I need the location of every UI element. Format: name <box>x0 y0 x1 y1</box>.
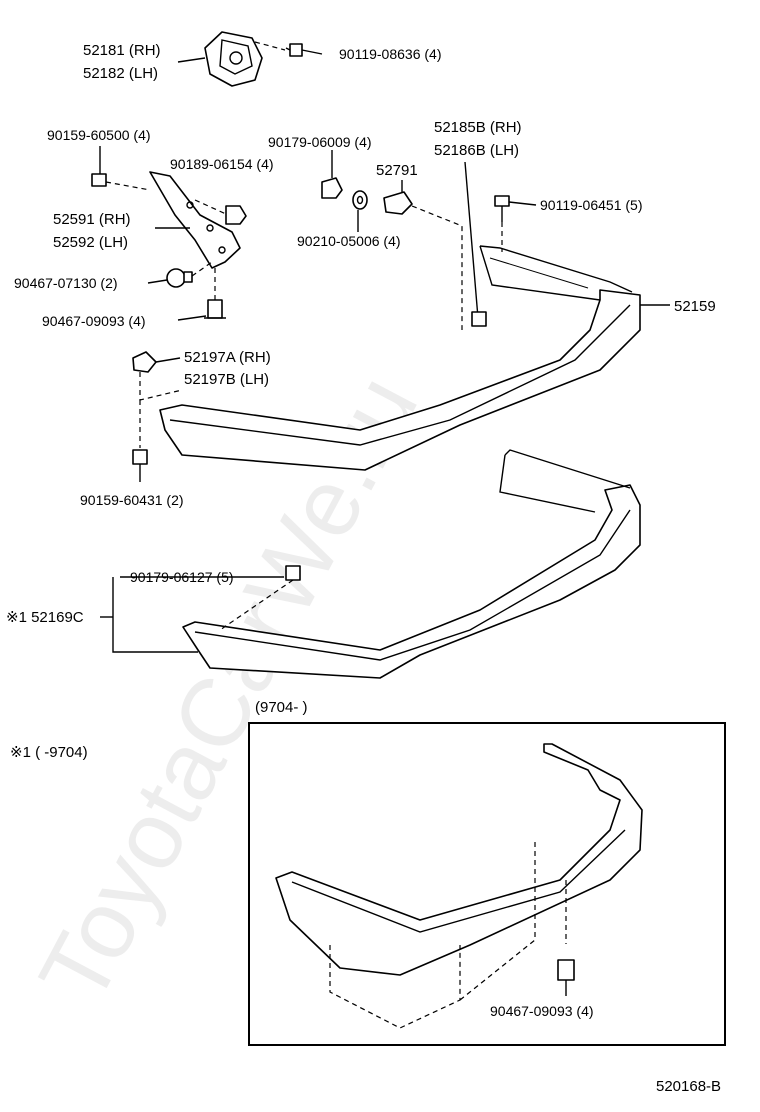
nut-90179-06009-icon <box>321 177 343 199</box>
label-52791: 52791 <box>376 162 418 179</box>
label-90119-06451: 90119-06451 (5) <box>540 197 642 213</box>
label-90467-09093-inset: 90467-09093 (4) <box>490 1003 594 1019</box>
retainer-52197-icon <box>132 351 157 373</box>
retainer-52791-icon <box>383 180 413 215</box>
label-52197A: 52197A (RH) <box>184 349 271 366</box>
clip-90467-09093-inset-icon <box>557 959 575 996</box>
clip-90159-60500-icon <box>91 173 107 187</box>
footnote: ※1 ( -9704) <box>10 744 88 761</box>
label-90189-06154: 90189-06154 (4) <box>170 156 274 172</box>
label-52591: 52591 (RH) <box>53 211 131 228</box>
clip-90179-06127-icon <box>285 565 301 581</box>
label-52592: 52592 (LH) <box>53 234 128 251</box>
label-90467-07130: 90467-07130 (2) <box>14 275 118 291</box>
label-52182: 52182 (LH) <box>83 65 158 82</box>
bumper-cover-52169c-icon <box>182 449 641 679</box>
washer-90210-05006-icon <box>352 190 368 210</box>
label-90467-09093: 90467-09093 (4) <box>42 313 146 329</box>
clip-90467-09093-icon <box>204 299 226 319</box>
label-90159-60500: 90159-60500 (4) <box>47 127 151 143</box>
nut-90189-06154-icon <box>225 205 247 225</box>
label-90179-06009: 90179-06009 (4) <box>268 134 372 150</box>
reinforcement-52159-icon <box>159 245 641 471</box>
label-90179-06127: 90179-06127 (5) <box>130 569 234 585</box>
label-90159-60431: 90159-60431 (2) <box>80 492 184 508</box>
clip-on-reinforcement-icon <box>471 311 487 327</box>
cap-90467-07130-icon <box>166 268 193 288</box>
label-52159: 52159 <box>674 298 716 315</box>
label-52185B: 52185B (RH) <box>434 119 522 136</box>
label-52169C: ※1 52169C <box>6 609 84 626</box>
bumper-cover-inset-icon <box>275 743 643 976</box>
inset-heading: (9704- ) <box>255 699 308 716</box>
clip-90159-60431-icon <box>132 449 148 482</box>
label-52186B: 52186B (LH) <box>434 142 519 159</box>
label-52197B: 52197B (LH) <box>184 371 269 388</box>
label-52181: 52181 (RH) <box>83 42 161 59</box>
label-90119-08636: 90119-08636 (4) <box>339 46 441 62</box>
bracket-52181-icon <box>204 31 263 87</box>
inset-frame <box>248 722 726 1046</box>
bolt-90119-08636-icon <box>285 43 323 57</box>
label-90210-05006: 90210-05006 (4) <box>297 233 401 249</box>
bolt-90119-06451-icon <box>494 195 510 222</box>
diagram-code: 520168-B <box>656 1078 721 1095</box>
